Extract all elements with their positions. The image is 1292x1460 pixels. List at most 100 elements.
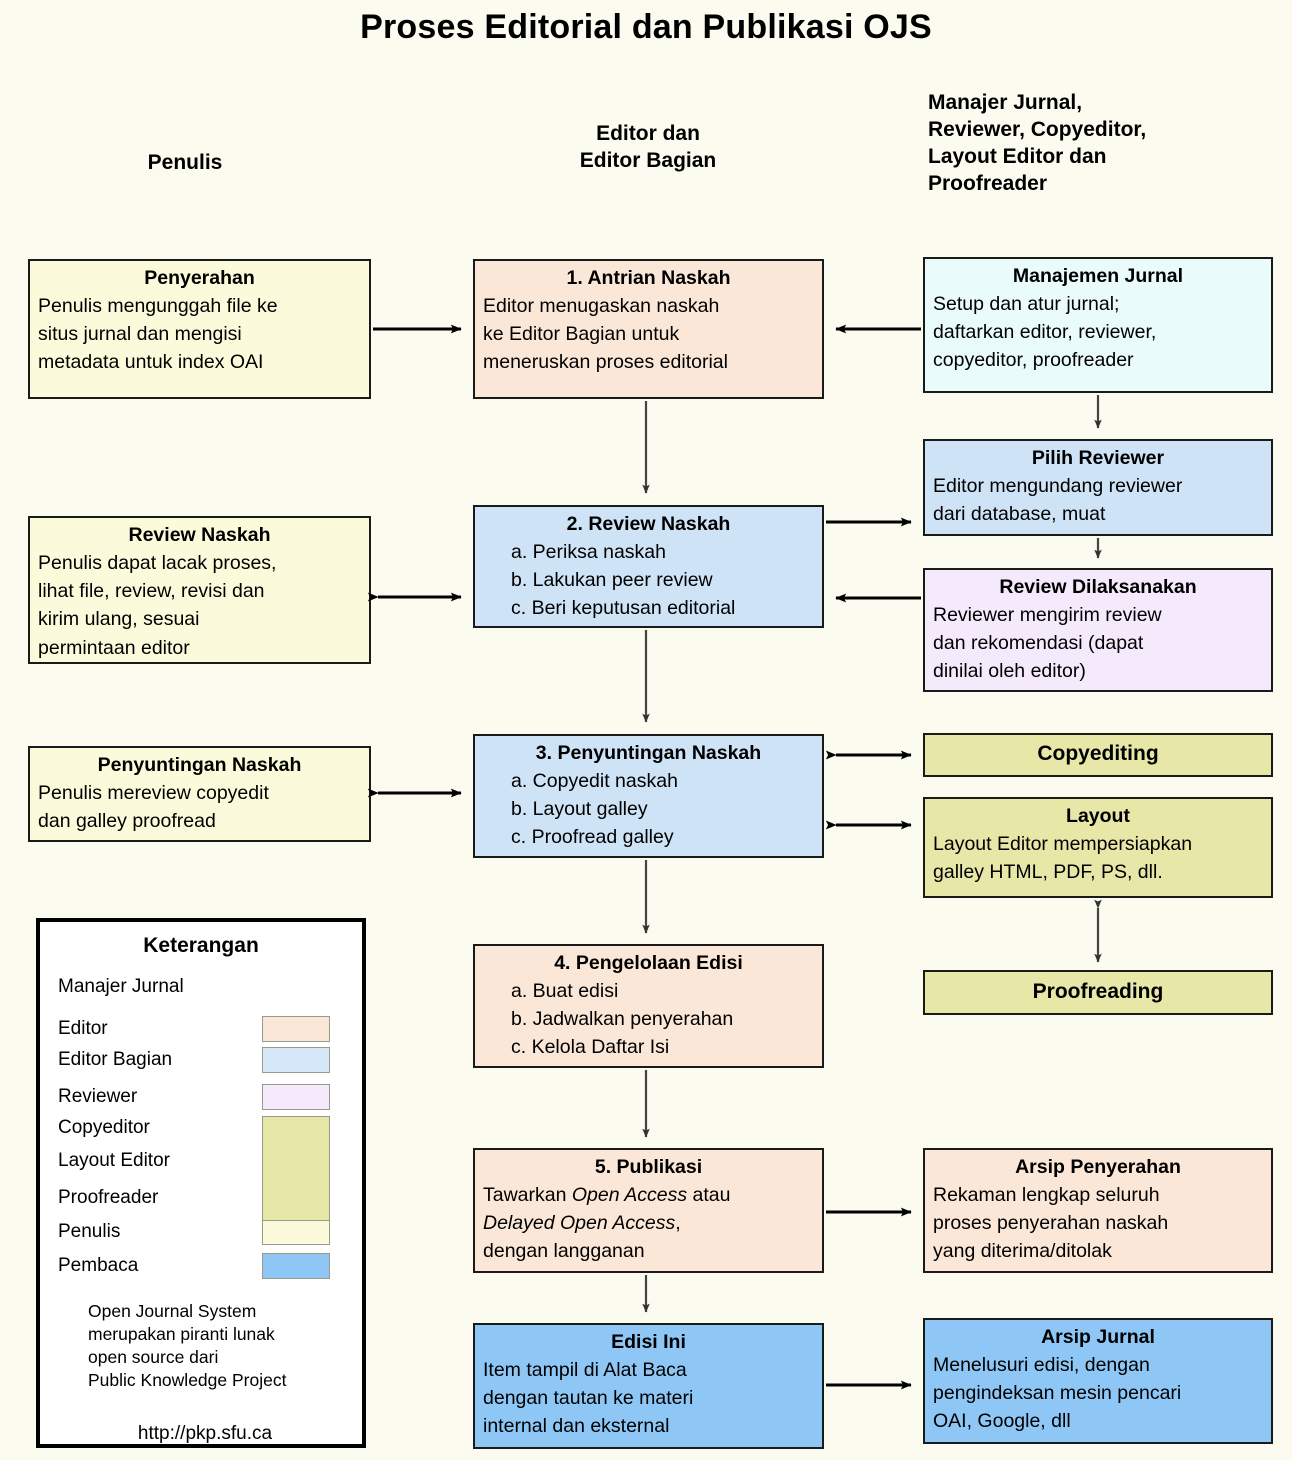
box-penyuntingan-penulis-title: Penyuntingan Naskah [97,754,302,776]
box-pilih-reviewer-line2: dari database, muat [933,503,1106,526]
box-penyerahan-line3: metadata untuk index OAI [38,351,264,374]
box-pengelolaan-edisi[interactable]: 4. Pengelolaan Edisi a. Buat edisi b. Ja… [473,944,824,1068]
box-review-naskah-penulis-line2: lihat file, review, revisi dan [38,580,265,603]
legend-label-pembaca: Pembaca [58,1255,139,1276]
box-antrian-naskah[interactable]: 1. Antrian Naskah Editor menugaskan nask… [473,259,824,399]
box-manajemen-jurnal-line3: copyeditor, proofreader [933,349,1134,372]
legend-swatch-penulis [262,1220,330,1245]
box-review-dilaksanakan[interactable]: Review Dilaksanakan Reviewer mengirim re… [923,568,1273,692]
box-edisi-ini-line2: dengan tautan ke materi [483,1387,694,1410]
box-arsip-penyerahan-line3: yang diterima/ditolak [933,1240,1112,1263]
box-manajemen-jurnal[interactable]: Manajemen Jurnal Setup dan atur jurnal; … [923,257,1273,393]
column-header-editor: Editor dan Editor Bagian [473,121,823,175]
legend-swatch-pembaca [262,1253,330,1279]
box-manajemen-jurnal-line1: Setup dan atur jurnal; [933,292,1120,315]
legend-swatch-reviewer [262,1084,330,1110]
legend-url[interactable]: http://pkp.sfu.ca [137,1423,273,1444]
box-review-dilaksanakan-line1: Reviewer mengirim review [933,603,1162,626]
legend-note-line4: Public Knowledge Project [88,1370,287,1391]
box-publikasi[interactable]: 5. Publikasi Tawarkan Open Access atau D… [473,1148,824,1273]
legend-swatch-editor-bagian [262,1047,330,1073]
box-pilih-reviewer[interactable]: Pilih Reviewer Editor mengundang reviewe… [923,439,1273,536]
box-proofreading[interactable]: Proofreading [923,970,1273,1015]
box-publikasi-line1-post: atau [687,1183,731,1206]
box-publikasi-emphasis-delayed-open-access: Delayed Open Access [483,1212,676,1235]
box-penyuntingan-naskah-title: 3. Penyuntingan Naskah [535,742,762,764]
legend-label-penulis: Penulis [58,1221,121,1242]
box-antrian-naskah-line1: Editor menugaskan naskah [483,294,720,317]
column-header-others-line1: Manajer Jurnal, [928,91,1083,114]
legend-swatch-production [262,1116,330,1222]
box-penyuntingan-penulis-line2: dan galley proofread [38,810,216,833]
box-review-dilaksanakan-line2: dan rekomendasi (dapat [933,632,1144,655]
box-penyuntingan-naskah[interactable]: 3. Penyuntingan Naskah a. Copyedit naska… [473,734,824,858]
box-review-naskah-penulis-line1: Penulis dapat lacak proses, [38,551,277,574]
legend-label-copyeditor: Copyeditor [58,1117,150,1138]
legend-label-manajer-jurnal: Manajer Jurnal [58,976,184,997]
box-publikasi-title: 5. Publikasi [594,1156,703,1178]
box-edisi-ini-line3: internal dan eksternal [483,1415,670,1438]
box-layout-title: Layout [1066,805,1130,827]
box-review-naskah-item-b: b. Lakukan peer review [511,569,713,592]
box-review-dilaksanakan-title: Review Dilaksanakan [999,576,1197,598]
legend-label-editor-bagian: Editor Bagian [58,1049,173,1070]
column-header-editor-line2: Editor Bagian [579,148,717,172]
box-pengelolaan-edisi-item-a: a. Buat edisi [511,979,619,1002]
legend-label-editor: Editor [58,1018,108,1039]
legend-label-proofreader: Proofreader [58,1187,159,1208]
page-title: Proses Editorial dan Publikasi OJS [360,8,932,46]
box-publikasi-line2-post: , [675,1212,681,1235]
column-header-others: Manajer Jurnal, Reviewer, Copyeditor, La… [928,90,1288,198]
box-antrian-naskah-line3: meneruskan proses editorial [483,351,728,374]
column-header-author-line1: Penulis [147,151,223,174]
box-penyuntingan-penulis-line1: Penulis mereview copyedit [38,781,269,804]
box-layout-line2: galley HTML, PDF, PS, dll. [933,861,1163,884]
box-antrian-naskah-title: 1. Antrian Naskah [566,267,731,289]
column-header-others-line2: Reviewer, Copyeditor, [928,117,1147,141]
box-edisi-ini[interactable]: Edisi Ini Item tampil di Alat Baca denga… [473,1323,824,1449]
column-header-author: Penulis [30,150,340,177]
legend-note-line2: merupakan piranti lunak [88,1324,275,1345]
box-manajemen-jurnal-line2: daftarkan editor, reviewer, [933,321,1157,344]
box-review-naskah-item-c: c. Beri keputusan editorial [511,597,736,620]
box-pilih-reviewer-line1: Editor mengundang reviewer [933,474,1183,497]
box-layout[interactable]: Layout Layout Editor mempersiapkan galle… [923,797,1273,898]
box-review-dilaksanakan-line3: dinilai oleh editor) [933,660,1086,683]
box-review-naskah[interactable]: 2. Review Naskah a. Periksa naskah b. La… [473,505,824,628]
box-review-naskah-penulis-line3: kirim ulang, sesuai [38,608,200,631]
box-review-naskah-penulis-title: Review Naskah [128,524,271,546]
legend-note-line1: Open Journal System [88,1301,257,1321]
legend-panel: Keterangan Manajer Jurnal Editor Editor … [36,918,366,1448]
legend-note: Open Journal System merupakan piranti lu… [88,1300,286,1392]
box-layout-line1: Layout Editor mempersiapkan [933,832,1193,855]
box-arsip-penyerahan[interactable]: Arsip Penyerahan Rekaman lengkap seluruh… [923,1148,1273,1273]
box-penyuntingan-naskah-item-b: b. Layout galley [511,798,648,821]
box-arsip-penyerahan-title: Arsip Penyerahan [1015,1156,1181,1178]
legend-rows: Manajer Jurnal Editor Editor Bagian Revi… [40,968,362,1279]
box-arsip-jurnal[interactable]: Arsip Jurnal Menelusuri edisi, dengan pe… [923,1318,1273,1444]
column-header-editor-line1: Editor dan [596,122,700,145]
box-arsip-penyerahan-line1: Rekaman lengkap seluruh [933,1183,1160,1206]
legend-swatch-editor [262,1016,330,1042]
box-manajemen-jurnal-title: Manajemen Jurnal [1012,265,1184,287]
column-header-others-line3: Layout Editor dan [928,144,1107,168]
legend-note-line3: open source dari [88,1347,219,1368]
box-penyuntingan-naskah-item-c: c. Proofread galley [511,826,674,849]
box-publikasi-emphasis-open-access: Open Access [571,1183,688,1206]
box-penyuntingan-penulis[interactable]: Penyuntingan Naskah Penulis mereview cop… [28,746,371,842]
box-publikasi-line3: dengan langganan [483,1240,645,1263]
box-arsip-jurnal-title: Arsip Jurnal [1041,1326,1155,1348]
box-review-naskah-item-a: a. Periksa naskah [511,540,667,563]
box-edisi-ini-title: Edisi Ini [611,1331,686,1353]
box-penyerahan-title: Penyerahan [144,267,255,289]
box-penyerahan[interactable]: Penyerahan Penulis mengunggah file ke si… [28,259,371,399]
box-penyerahan-line2: situs jurnal dan mengisi [38,323,242,346]
legend-title: Keterangan [143,934,259,957]
box-copyediting[interactable]: Copyediting [923,733,1273,777]
box-pengelolaan-edisi-item-c: c. Kelola Daftar Isi [511,1036,670,1059]
box-publikasi-line1-pre: Tawarkan [483,1183,572,1206]
box-pengelolaan-edisi-item-b: b. Jadwalkan penyerahan [511,1008,734,1031]
box-review-naskah-penulis[interactable]: Review Naskah Penulis dapat lacak proses… [28,516,371,664]
legend-label-layout-editor: Layout Editor [58,1150,170,1171]
